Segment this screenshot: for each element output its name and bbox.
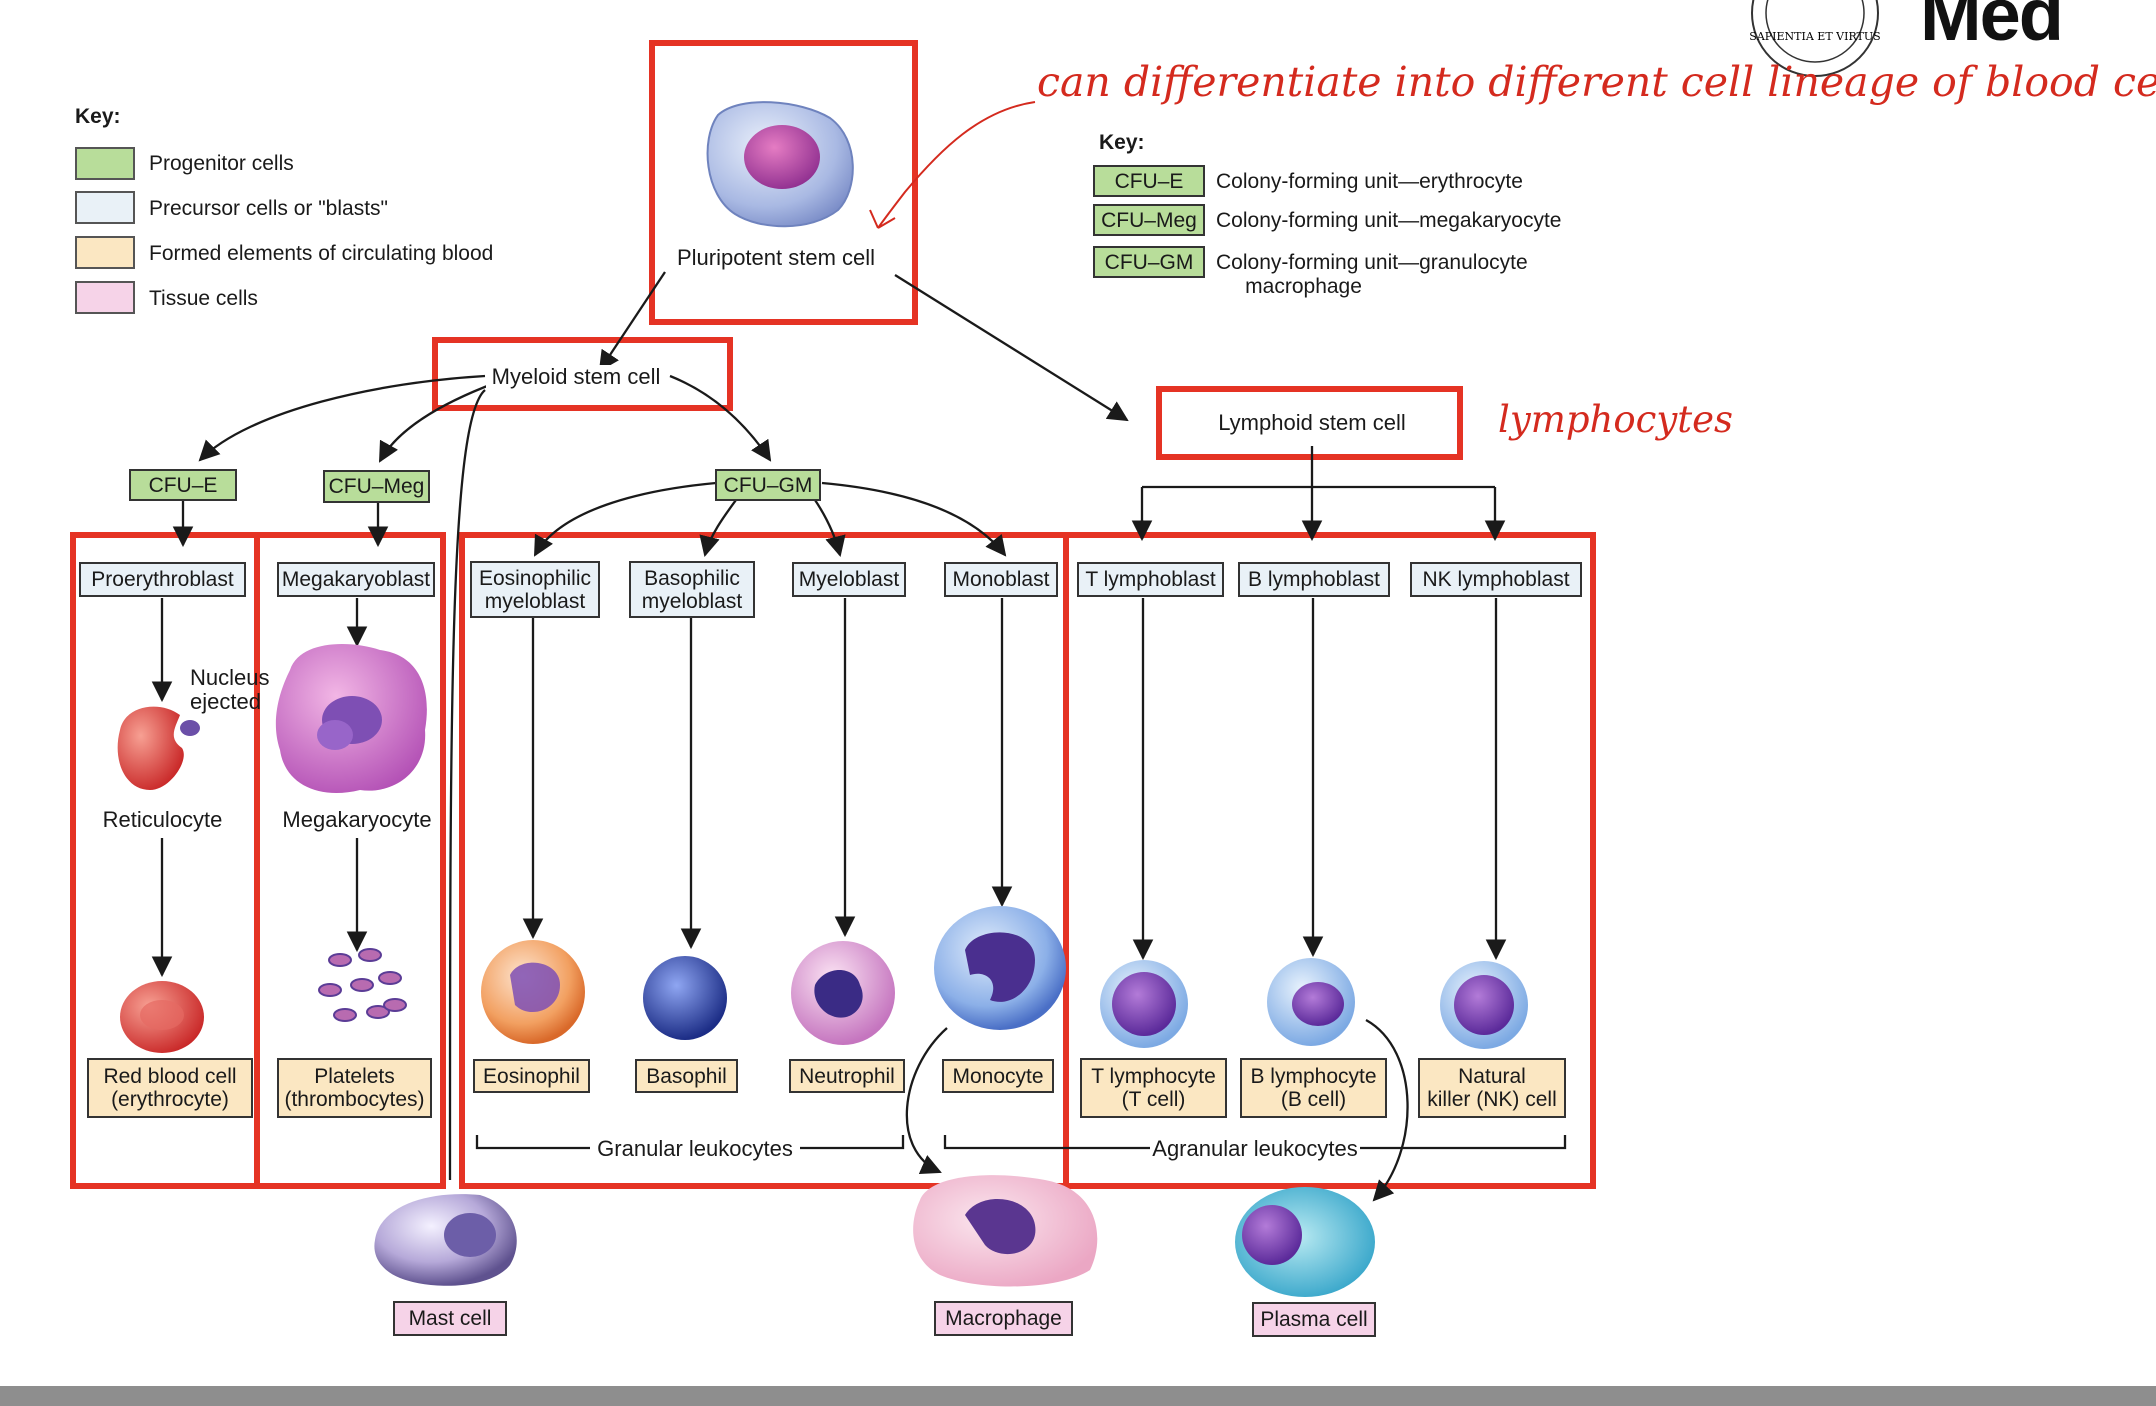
logo-text: Med (1920, 0, 2064, 56)
platelets-box: Platelets (thrombocytes) (277, 1058, 432, 1118)
monocyte-image (934, 906, 1066, 1030)
eosinophilic-myeloblast-box: Eosinophilic myeloblast (470, 561, 600, 618)
key-cfu-meg-desc: Colony-forming unit—megakaryocyte (1216, 209, 1562, 232)
key-progenitor-swatch (75, 147, 135, 180)
highlight-lymphoid (1156, 386, 1463, 460)
logo-seal-icon: SAPIENTIA ET VIRTUS (1749, 0, 1881, 77)
nucleus-ejected-label: Nucleus ejected (190, 665, 270, 714)
annotation-differentiate: can differentiate into different cell li… (1037, 58, 2156, 106)
basophil-box: Basophil (635, 1059, 738, 1093)
key-formed-swatch (75, 236, 135, 269)
macrophage-box: Macrophage (934, 1301, 1073, 1336)
svg-text:SAPIENTIA ET VIRTUS: SAPIENTIA ET VIRTUS (1749, 30, 1880, 43)
myeloblast-box: Myeloblast (792, 562, 906, 597)
bottom-scrollbar[interactable] (0, 1386, 2156, 1406)
key-cfu-meg-box: CFU–Meg (1093, 204, 1205, 236)
lymphoid-stem-cell-label: Lymphoid stem cell (1207, 411, 1417, 435)
cfu-meg-box: CFU–Meg (323, 470, 430, 503)
macrophage-image (913, 1175, 1098, 1287)
b-lymphocyte-image (1267, 958, 1355, 1046)
neutrophil-image (791, 941, 895, 1045)
key-precursor-label: Precursor cells or "blasts" (149, 197, 388, 220)
myeloid-stem-cell-label: Myeloid stem cell (486, 365, 666, 389)
key-tissue-swatch (75, 281, 135, 314)
highlight-pluripotent (649, 40, 918, 325)
t-lymphoblast-box: T lymphoblast (1077, 562, 1224, 597)
key-precursor-swatch (75, 191, 135, 224)
b-lymphocyte-box: B lymphocyte (B cell) (1240, 1058, 1387, 1118)
highlight-megakaryocyte (254, 532, 446, 1189)
key-tissue-label: Tissue cells (149, 287, 258, 310)
key-right-title: Key: (1099, 131, 1145, 154)
pluripotent-stem-cell-image (706, 101, 854, 228)
highlight-lymphocyte (1063, 532, 1596, 1189)
key-left-title: Key: (75, 105, 121, 128)
megakaryoblast-box: Megakaryoblast (277, 562, 435, 597)
monoblast-box: Monoblast (944, 562, 1058, 597)
key-cfu-e-desc: Colony-forming unit—erythrocyte (1216, 170, 1523, 193)
nk-cell-image (1440, 961, 1528, 1049)
mast-cell-box: Mast cell (393, 1301, 507, 1336)
reticulocyte-label: Reticulocyte (102, 807, 223, 832)
cfu-gm-box: CFU–GM (715, 469, 821, 501)
key-cfu-e-box: CFU–E (1093, 165, 1205, 197)
nk-cell-box: Natural killer (NK) cell (1418, 1058, 1566, 1118)
mast-cell-image (374, 1194, 517, 1286)
highlight-myeloid (432, 337, 733, 411)
eosinophil-box: Eosinophil (473, 1059, 590, 1093)
granular-leukocytes-label: Granular leukocytes (592, 1137, 798, 1161)
annotation-lymphocytes: lymphocytes (1498, 398, 1733, 441)
pluripotent-stem-cell-label: Pluripotent stem cell (676, 245, 876, 270)
basophilic-myeloblast-box: Basophilic myeloblast (629, 561, 755, 618)
key-progenitor-label: Progenitor cells (149, 152, 294, 175)
nk-lymphoblast-box: NK lymphoblast (1410, 562, 1582, 597)
agranular-leukocytes-label: Agranular leukocytes (1150, 1137, 1360, 1161)
megakaryocyte-image (275, 644, 427, 794)
cfu-e-box: CFU–E (129, 469, 237, 501)
t-lymphocyte-image (1100, 960, 1188, 1048)
red-blood-cell-image (120, 981, 204, 1053)
monocyte-box: Monocyte (942, 1059, 1054, 1093)
eosinophil-image (481, 940, 585, 1044)
platelets-image (318, 948, 407, 1022)
reticulocyte-image (117, 706, 200, 790)
key-formed-label: Formed elements of circulating blood (149, 242, 494, 265)
b-lymphoblast-box: B lymphoblast (1238, 562, 1390, 597)
annotation-arrow (869, 101, 1036, 229)
plasma-cell-box: Plasma cell (1252, 1302, 1376, 1337)
proerythroblast-box: Proerythroblast (79, 562, 246, 597)
plasma-cell-image (1235, 1187, 1375, 1297)
key-cfu-gm-desc: Colony-forming unit—granulocyte macropha… (1216, 251, 1528, 298)
neutrophil-box: Neutrophil (789, 1059, 905, 1093)
key-cfu-gm-box: CFU–GM (1093, 246, 1205, 278)
megakaryocyte-label: Megakaryocyte (282, 807, 432, 832)
t-lymphocyte-box: T lymphocyte (T cell) (1080, 1058, 1227, 1118)
red-blood-cell-box: Red blood cell (erythrocyte) (87, 1058, 253, 1118)
basophil-image (643, 956, 727, 1040)
